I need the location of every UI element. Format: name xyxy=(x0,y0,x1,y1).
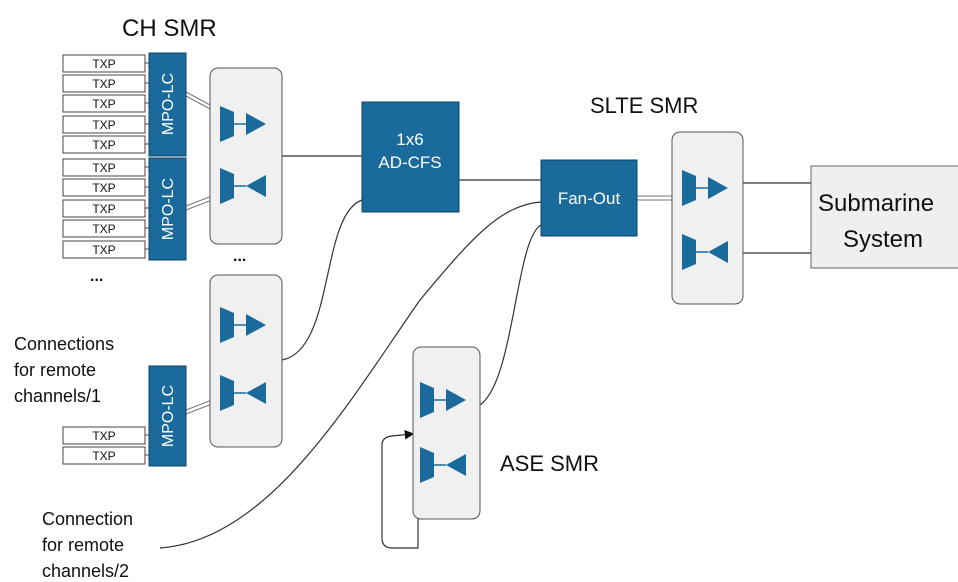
ad-cfs-label-line2: AD-CFS xyxy=(378,153,441,172)
conn-ase-fanout xyxy=(479,224,542,406)
txp-label: TXP xyxy=(92,202,115,216)
txp-label: TXP xyxy=(92,181,115,195)
txp-label: TXP xyxy=(92,429,115,443)
mpo-lc-module-1: MPO-LC xyxy=(148,52,187,157)
txp-label: TXP xyxy=(92,243,115,257)
ase-loopback xyxy=(381,429,419,549)
txp-box: TXP xyxy=(62,54,150,73)
txp-ellipsis: ... xyxy=(90,268,103,285)
txp-label: TXP xyxy=(92,138,115,152)
remote-channels-1-label: Connections for remote channels/1 xyxy=(14,334,114,406)
txp-box: TXP xyxy=(62,178,150,197)
slte-smr-panel xyxy=(671,131,744,305)
txp-group-2: TXP TXP TXP TXP TXP xyxy=(62,158,150,259)
txp-label: TXP xyxy=(92,449,115,463)
txp-label: TXP xyxy=(92,161,115,175)
txp-box: TXP xyxy=(62,219,150,238)
txp-label: TXP xyxy=(92,57,115,71)
submarine-label-line1: Submarine xyxy=(818,190,934,217)
ch-smr-title: CH SMR xyxy=(122,15,217,42)
conn-smr2-adcfs xyxy=(281,199,363,361)
txp-box: TXP xyxy=(62,135,150,154)
remote2-line3: channels/2 xyxy=(42,561,129,581)
remote1-line1: Connections xyxy=(14,334,114,354)
txp-label: TXP xyxy=(92,222,115,236)
ad-cfs-module: 1x6 AD-CFS xyxy=(361,101,460,213)
txp-box: TXP xyxy=(62,158,150,177)
txp-box: TXP xyxy=(62,94,150,113)
mpo-lc-module-2: MPO-LC xyxy=(148,157,187,261)
ch-smr-panel-2 xyxy=(209,274,283,448)
txp-box: TXP xyxy=(62,240,150,259)
submarine-system: Submarine System xyxy=(810,165,958,269)
remote1-line2: for remote xyxy=(14,360,96,380)
mpo-lc-label: MPO-LC xyxy=(160,385,177,447)
ase-smr-title: ASE SMR xyxy=(500,451,599,476)
ad-cfs-label-line1: 1x6 xyxy=(396,130,423,149)
txp-label: TXP xyxy=(92,97,115,111)
remote-channels-2-label: Connection for remote channels/2 xyxy=(42,509,133,581)
ch-smr-ellipsis: ... xyxy=(233,248,246,265)
txp-box: TXP xyxy=(62,199,150,218)
ase-smr-panel xyxy=(412,346,481,520)
mpo-lc-label: MPO-LC xyxy=(160,178,177,240)
submarine-label-line2: System xyxy=(843,226,923,253)
txp-group-1: TXP TXP TXP TXP TXP xyxy=(62,54,150,154)
txp-group-3: TXP TXP xyxy=(62,426,150,465)
remote1-line3: channels/1 xyxy=(14,386,101,406)
remote2-line2: for remote xyxy=(42,535,124,555)
txp-label: TXP xyxy=(92,118,115,132)
ch-smr-panel-1 xyxy=(209,67,283,245)
remote2-line1: Connection xyxy=(42,509,133,529)
fan-out-module: Fan-Out xyxy=(540,159,638,237)
mpo-lc-label: MPO-LC xyxy=(160,73,177,135)
fan-out-label: Fan-Out xyxy=(558,189,621,208)
conn-remote2-fanout xyxy=(159,201,542,549)
slte-smr-title: SLTE SMR xyxy=(590,93,698,118)
txp-box: TXP xyxy=(62,426,150,445)
mpo-lc-module-3: MPO-LC xyxy=(148,365,187,467)
txp-box: TXP xyxy=(62,115,150,134)
txp-box: TXP xyxy=(62,74,150,93)
txp-label: TXP xyxy=(92,77,115,91)
txp-box: TXP xyxy=(62,446,150,465)
